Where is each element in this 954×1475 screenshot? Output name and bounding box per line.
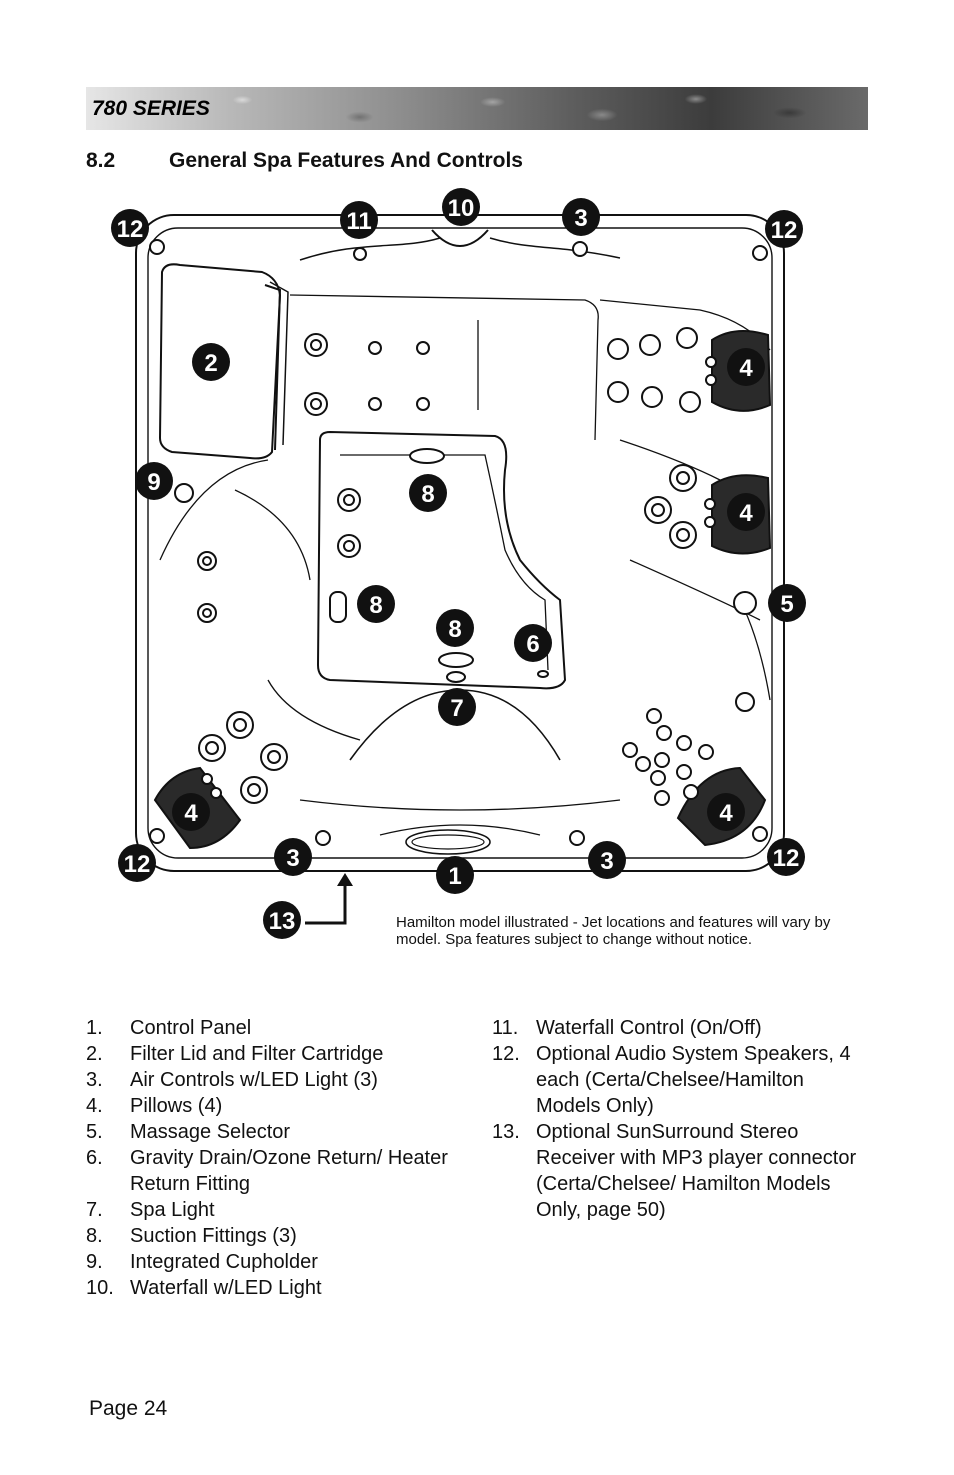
callout-8-side: 8 bbox=[357, 585, 395, 623]
drain-fitting bbox=[537, 670, 549, 678]
list-item: 2.Filter Lid and Filter Cartridge bbox=[86, 1043, 384, 1065]
svg-text:8: 8 bbox=[369, 592, 382, 619]
suction-fitting-side bbox=[329, 591, 347, 623]
air-control-top bbox=[572, 241, 588, 257]
callout-12-bottom-left: 12 bbox=[118, 844, 156, 882]
svg-text:13: 13 bbox=[269, 908, 296, 935]
callout-7: 7 bbox=[438, 688, 476, 726]
svg-text:11: 11 bbox=[346, 208, 371, 235]
water-texture bbox=[86, 87, 868, 130]
jets-right-upper bbox=[607, 327, 717, 413]
callout-5: 5 bbox=[768, 584, 806, 622]
list-item: 4.Pillows (4) bbox=[86, 1095, 223, 1117]
callout-12-top-left: 12 bbox=[111, 209, 149, 247]
list-item: 12.Optional Audio System Speakers, 4 eac… bbox=[492, 1043, 851, 1117]
diagram-caption: Hamilton model illustrated - Jet locatio… bbox=[396, 914, 831, 948]
speaker-bottom-left bbox=[149, 828, 165, 844]
callout-12-top-right: 12 bbox=[765, 210, 803, 248]
list-item: 10.Waterfall w/LED Light bbox=[86, 1277, 322, 1299]
list-item: 9.Integrated Cupholder bbox=[86, 1251, 318, 1273]
list-item: 13.Optional SunSurround Stereo Receiver … bbox=[492, 1121, 857, 1221]
callout-8-top: 8 bbox=[409, 474, 447, 512]
svg-text:12: 12 bbox=[773, 845, 800, 872]
spa-light bbox=[446, 671, 466, 683]
callout-3-top: 3 bbox=[562, 198, 600, 236]
page-number: Page 24 bbox=[89, 1397, 168, 1420]
svg-text:8: 8 bbox=[421, 481, 434, 508]
svg-text:4: 4 bbox=[739, 500, 753, 527]
callout-3-left: 3 bbox=[274, 838, 312, 876]
callout-3-right: 3 bbox=[588, 841, 626, 879]
callout-4-bottom-left: 4 bbox=[172, 793, 210, 831]
waterfall bbox=[431, 229, 489, 247]
waterfall-control bbox=[353, 247, 367, 261]
callout-11: 11 bbox=[340, 201, 378, 239]
svg-text:4: 4 bbox=[719, 800, 733, 827]
jets-bottom-left bbox=[198, 711, 288, 804]
receiver-arrow bbox=[305, 882, 347, 925]
jets-left-upper bbox=[304, 333, 430, 416]
svg-text:3: 3 bbox=[574, 205, 587, 232]
callout-4-top: 4 bbox=[727, 348, 765, 386]
cupholder bbox=[174, 483, 194, 503]
section-title: General Spa Features And Controls bbox=[169, 149, 523, 172]
svg-text:2: 2 bbox=[204, 350, 217, 377]
callout-9: 9 bbox=[135, 462, 173, 500]
svg-text:3: 3 bbox=[600, 848, 613, 875]
callout-1: 1 bbox=[436, 856, 474, 894]
speaker-bottom-right bbox=[752, 826, 768, 842]
air-control-left bbox=[315, 830, 331, 846]
list-item: 5.Massage Selector bbox=[86, 1121, 291, 1143]
callout-12-bottom-right: 12 bbox=[767, 838, 805, 876]
right-fitting bbox=[735, 692, 755, 712]
list-item: 11.Waterfall Control (On/Off) bbox=[492, 1017, 762, 1039]
svg-text:12: 12 bbox=[117, 216, 144, 243]
massage-selector bbox=[733, 591, 757, 615]
svg-text:10: 10 bbox=[448, 195, 475, 222]
suction-fitting-top bbox=[409, 448, 445, 464]
speaker-top-right bbox=[752, 245, 768, 261]
jets-footwell bbox=[337, 488, 361, 558]
callout-4-bottom-right: 4 bbox=[707, 793, 745, 831]
speaker-top-left bbox=[149, 239, 165, 255]
jets-bottom-right bbox=[622, 708, 714, 806]
section-number: 8.2 bbox=[86, 149, 116, 172]
series-title: 780 SERIES bbox=[92, 97, 210, 120]
series-banner: 780 SERIES bbox=[86, 87, 868, 130]
svg-text:9: 9 bbox=[147, 469, 160, 496]
callout-2: 2 bbox=[192, 343, 230, 381]
list-item: 6.Gravity Drain/Ozone Return/ Heater Ret… bbox=[86, 1147, 448, 1195]
svg-text:12: 12 bbox=[771, 217, 798, 244]
callout-6: 6 bbox=[514, 624, 552, 662]
svg-text:4: 4 bbox=[739, 355, 753, 382]
list-item: 7.Spa Light bbox=[86, 1199, 215, 1221]
list-item: 8.Suction Fittings (3) bbox=[86, 1225, 297, 1247]
svg-text:1: 1 bbox=[448, 863, 461, 890]
svg-text:8: 8 bbox=[448, 616, 461, 643]
list-item: 1.Control Panel bbox=[86, 1017, 252, 1039]
callout-8-bottom: 8 bbox=[436, 609, 474, 647]
svg-text:5: 5 bbox=[780, 591, 793, 618]
receiver-arrowhead bbox=[337, 873, 353, 886]
svg-text:4: 4 bbox=[184, 800, 198, 827]
jets-left-lounge bbox=[197, 551, 217, 623]
air-control-right bbox=[569, 830, 585, 846]
callout-13: 13 bbox=[263, 901, 301, 939]
spa-diagram: 12 11 10 3 12 2 4 9 8 4 5 8 8 6 7 4 4 12… bbox=[111, 188, 806, 939]
suction-fitting-bottom bbox=[438, 652, 474, 668]
svg-text:3: 3 bbox=[286, 845, 299, 872]
list-item: 3.Air Controls w/LED Light (3) bbox=[86, 1069, 378, 1091]
callout-4-mid: 4 bbox=[727, 493, 765, 531]
svg-text:12: 12 bbox=[124, 851, 151, 878]
jets-right-mid bbox=[644, 464, 716, 549]
svg-text:6: 6 bbox=[526, 631, 539, 658]
feature-list-left: 1.Control Panel 2.Filter Lid and Filter … bbox=[86, 1015, 466, 1301]
callout-10: 10 bbox=[442, 188, 480, 226]
svg-text:7: 7 bbox=[450, 695, 463, 722]
feature-list-right: 11.Waterfall Control (On/Off) 12.Optiona… bbox=[492, 1015, 872, 1223]
